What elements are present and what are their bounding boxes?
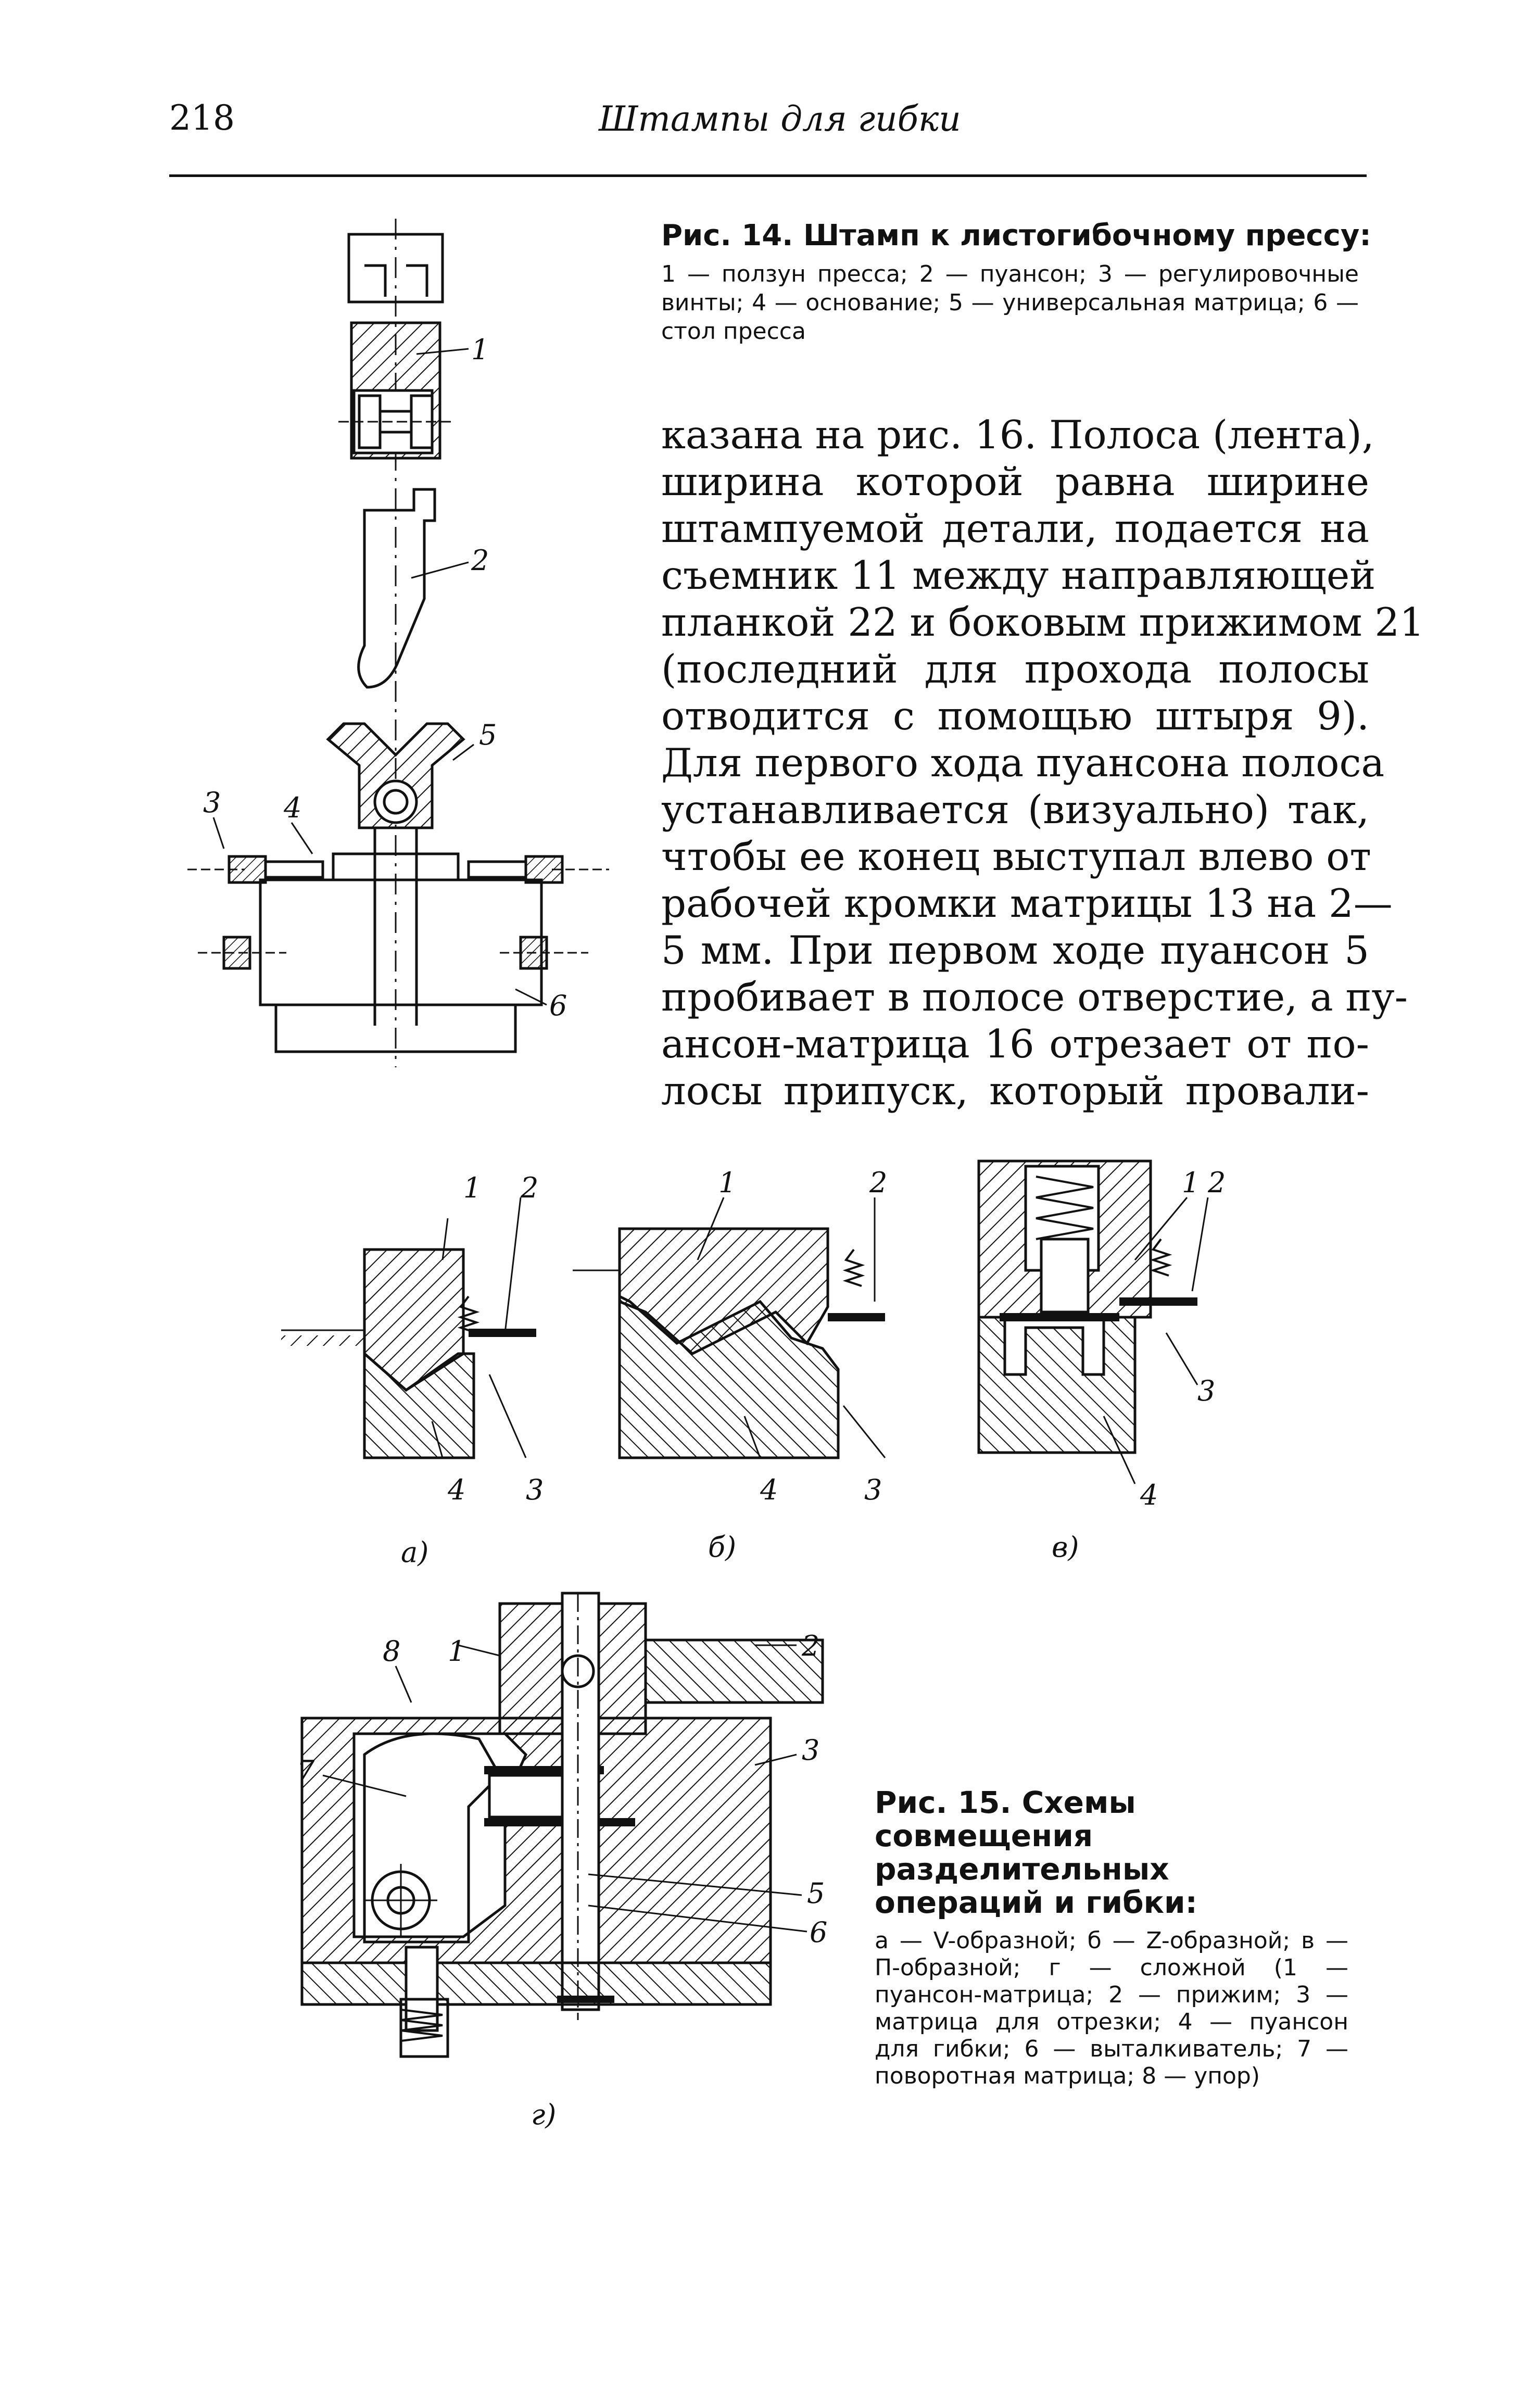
body-line: устанавливается (визуально) так, [661, 787, 1369, 832]
fig15a-callout-1: 1 [463, 1171, 481, 1204]
figure-14-drawing [187, 219, 609, 1067]
figure-15v-drawing [977, 1159, 1209, 1484]
fig15v-callout-3: 3 [1197, 1374, 1215, 1407]
figure-15g-drawing [300, 1592, 824, 2058]
body-text: казана на рис. 16. Полоса (лента), ширин… [661, 411, 1424, 1114]
fig15b-callout-1: 1 [718, 1166, 736, 1199]
body-line: 5 мм. При первом ходе пуансон 5 [661, 927, 1369, 973]
figure-15b-drawing [573, 1197, 886, 1459]
header-rule [169, 174, 1367, 177]
body-line: Для первого хода пуансона полоса [661, 740, 1385, 786]
fig14-callout-2: 2 [471, 544, 489, 577]
fig15a-callout-4: 4 [447, 1473, 465, 1506]
figure-15-legend: а — V-образной; б — Z-образной; в — П-об… [875, 1927, 1348, 2089]
fig15v-panel-label: в) [1052, 1531, 1079, 1563]
fig15g-callout-6: 6 [810, 1916, 827, 1949]
fig15g-callout-1: 1 [448, 1635, 465, 1668]
body-line: казана на рис. 16. Полоса (лента), [661, 412, 1374, 458]
body-line: ансон-матрица 16 отрезает от по- [661, 1021, 1369, 1067]
body-line: пробивает в полосе отверстие, а пу- [661, 974, 1408, 1020]
body-line: лосы припуск, который провали- [661, 1068, 1369, 1114]
body-line: ширина которой равна ширине [661, 459, 1369, 504]
figure-15a-drawing [281, 1197, 536, 1459]
body-line: отводится с помощью штыря 9). [661, 693, 1369, 739]
fig15b-callout-4: 4 [760, 1473, 778, 1506]
fig15v-callout-1: 1 [1182, 1166, 1200, 1199]
fig14-callout-1: 1 [471, 333, 489, 366]
fig15b-callout-3: 3 [864, 1473, 882, 1506]
figure-14-caption: Рис. 14. Штамп к листогибочному прессу: … [661, 219, 1371, 346]
fig15v-callout-4: 4 [1140, 1479, 1158, 1511]
body-line: планкой 22 и боковым прижимом 21 [661, 599, 1424, 645]
fig14-callout-5: 5 [479, 718, 497, 751]
running-title: Штампы для гибки [599, 99, 961, 139]
fig14-callout-3: 3 [203, 786, 221, 819]
fig15v-callout-2: 2 [1207, 1166, 1226, 1199]
figure-15-caption: Рис. 15. Схемы совмещения разделительных… [875, 1786, 1348, 2090]
page-number: 218 [169, 98, 235, 138]
fig15a-callout-2: 2 [520, 1171, 538, 1204]
body-line: рабочей кромки матрицы 13 на 2— [661, 880, 1393, 926]
fig14-callout-6: 6 [549, 989, 567, 1022]
figure-14-title: Рис. 14. Штамп к листогибочному прессу: [661, 219, 1371, 253]
fig15g-panel-label: г) [531, 2098, 556, 2131]
fig15a-panel-label: а) [401, 1536, 428, 1569]
figure-15-title: Рис. 15. Схемы совмещения разделительных… [875, 1785, 1197, 1920]
fig15g-callout-2: 2 [801, 1630, 819, 1662]
fig15g-callout-3: 3 [802, 1734, 819, 1767]
fig15g-callout-5: 5 [807, 1877, 825, 1910]
body-line: штампуемой детали, подается на [661, 506, 1369, 551]
fig15b-callout-2: 2 [869, 1166, 887, 1199]
fig15g-callout-7: 7 [297, 1755, 315, 1787]
fig15b-panel-label: б) [708, 1531, 736, 1563]
fig14-callout-4: 4 [283, 791, 301, 824]
body-line: (последний для прохода полосы [661, 646, 1369, 692]
body-line: чтобы ее конец выступал влево от [661, 834, 1371, 879]
body-line: съемник 11 между направляющей [661, 552, 1376, 598]
fig15g-callout-8: 8 [383, 1635, 400, 1668]
figure-14-legend: 1 — ползун пресса; 2 — пуансон; 3 — регу… [661, 261, 1359, 345]
fig15a-callout-3: 3 [526, 1473, 544, 1506]
